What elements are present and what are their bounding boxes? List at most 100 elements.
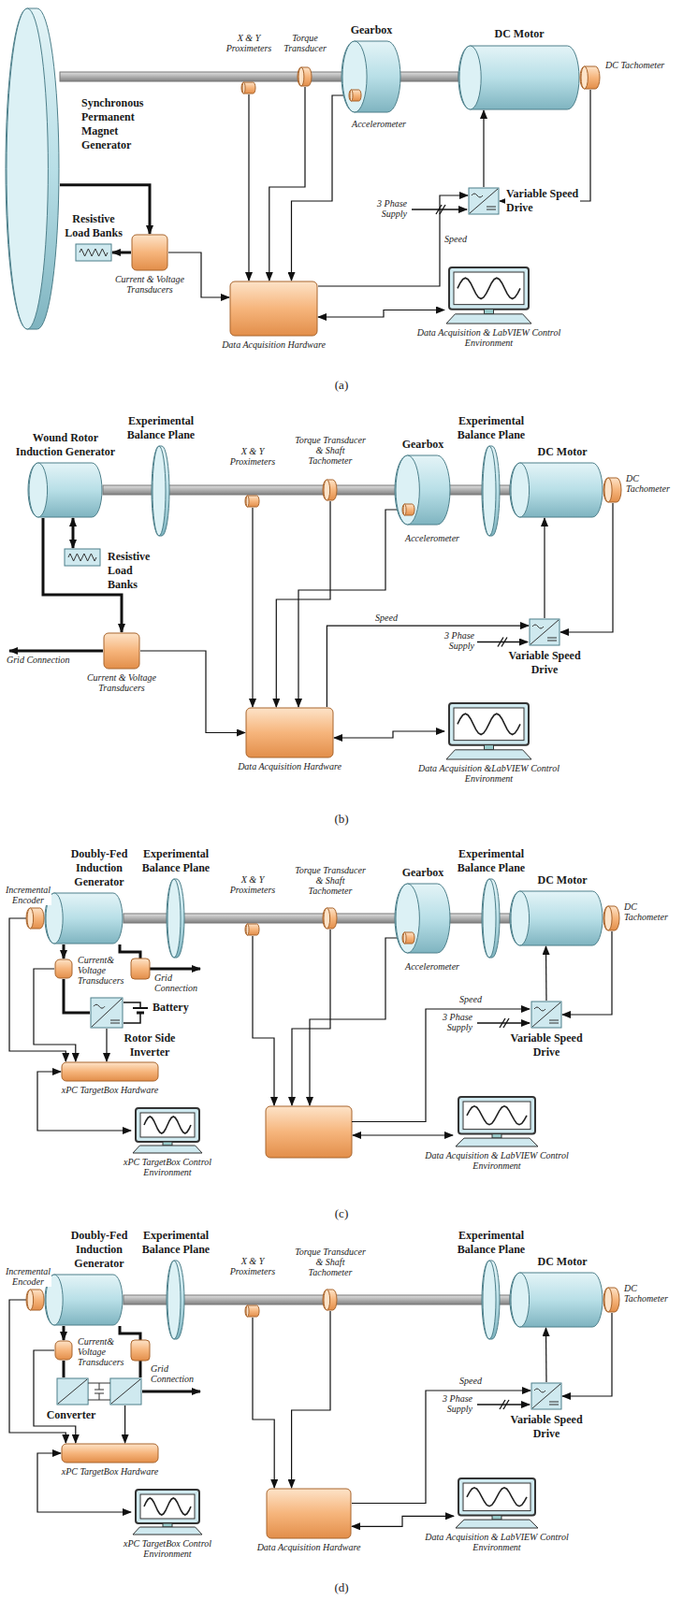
component-label: Doubly-Fed Induction Generator	[61, 1229, 137, 1272]
component-label: Rotor Side Inverter	[112, 1031, 188, 1061]
signal-wire	[545, 1328, 548, 1383]
machine-body	[509, 1273, 603, 1328]
power-cable	[62, 1361, 66, 1379]
hardware-box	[246, 708, 334, 758]
sensor-unit	[604, 906, 612, 931]
supply-arrow	[477, 641, 528, 643]
hardware-box	[102, 632, 141, 670]
grid-cable	[9, 650, 103, 654]
load-bank	[75, 244, 112, 262]
inverter-box	[110, 1023, 120, 1025]
sensor-unit: X & Y Proximeters	[241, 81, 257, 95]
computer-monitor: xPC TargetBox Control Environment	[130, 1489, 204, 1537]
component-label: xPC TargetBox Control Environment	[101, 1539, 233, 1560]
component-label: xPC TargetBox Control Environment	[101, 1157, 233, 1178]
machine-body	[166, 879, 185, 959]
machine-body	[481, 445, 501, 538]
drive-box	[469, 188, 498, 214]
computer-monitor	[453, 1096, 540, 1149]
converter-box	[99, 1383, 101, 1391]
component-label: xPC TargetBox Hardware	[49, 1085, 172, 1096]
converter-box	[110, 1379, 142, 1406]
hardware-box	[229, 280, 319, 337]
signal-wire	[318, 195, 468, 287]
computer-monitor	[453, 1478, 540, 1530]
sensor-unit	[603, 1287, 621, 1314]
panel-caption: (a)	[318, 377, 365, 393]
machine-body: DC Motor	[509, 1272, 604, 1329]
computer-monitor	[484, 309, 495, 315]
sensor-unit	[246, 495, 249, 508]
signal-wire	[334, 731, 445, 739]
machine-body	[167, 879, 181, 959]
machine-body: Experimental Balance Plane	[481, 445, 501, 538]
sensor-unit	[349, 89, 353, 102]
computer-monitor	[463, 1483, 531, 1512]
component-label: Gearbox	[394, 437, 451, 452]
machine-body: Experimental Balance Plane	[481, 1260, 501, 1341]
daq-hardware	[252, 930, 530, 1136]
computer-monitor: Data Acquisition & LabVIEW Control Envir…	[453, 1478, 540, 1530]
computer-monitor	[492, 1134, 502, 1139]
component-label: X & Y Proximeters	[220, 32, 277, 54]
component-label: X & Y Proximeters	[224, 1256, 281, 1278]
sensor-unit: Accelerometer	[402, 931, 416, 945]
signal-wire	[105, 1029, 107, 1062]
drive-box	[549, 1405, 559, 1407]
machine-body: Synchronous Permanent Magnet Generator	[5, 7, 60, 331]
sensor-unit	[322, 1289, 338, 1312]
machine-body	[152, 446, 166, 537]
sensor-unit	[604, 1288, 612, 1313]
drive-box: Variable Speed Drive	[530, 1382, 563, 1411]
drive-box	[532, 624, 544, 629]
component-label: Accelerometer	[394, 533, 470, 544]
drive-box	[530, 1382, 563, 1411]
signal-wire	[543, 518, 545, 619]
hardware-box	[130, 233, 169, 272]
component-label: DC Motor	[529, 1255, 596, 1270]
hardware-box	[55, 1341, 73, 1361]
computer-monitor	[135, 1490, 200, 1525]
hardware-box: xPC TargetBox Hardware	[60, 1061, 160, 1083]
machine-body	[481, 878, 501, 960]
drive-box	[549, 1023, 559, 1025]
sensor-unit: Torque Transducer	[297, 66, 313, 88]
hardware-box: Current & Voltage Transducers	[130, 233, 169, 272]
hardware-box	[245, 707, 335, 759]
converter-box	[111, 1380, 141, 1405]
machine-body	[458, 45, 580, 110]
component-label: Data Acquisition & LabVIEW Control Envir…	[417, 1150, 577, 1172]
component-label: Current& Voltage Transducers	[76, 955, 128, 987]
load-bank	[68, 553, 97, 562]
sensor-unit	[246, 924, 249, 936]
component-label: Variable Speed Drive	[504, 1413, 589, 1442]
drive-box	[534, 1007, 546, 1012]
computer-monitor	[132, 1146, 203, 1154]
drive-box	[467, 187, 500, 216]
hardware-box	[131, 234, 168, 271]
computer-monitor	[457, 277, 521, 299]
machine-body	[510, 463, 530, 518]
drive-box	[547, 640, 557, 642]
sensor-unit	[245, 1306, 260, 1318]
sensor-unit	[245, 923, 261, 937]
computer-monitor	[162, 1524, 173, 1528]
load-bank: Resistive Load Banks	[74, 243, 113, 262]
converter-box: Converter	[56, 1378, 143, 1407]
panel-caption: (d)	[318, 1581, 365, 1597]
component-label: Synchronous Permanent Magnet Generator	[80, 96, 156, 153]
edge-label: Speed	[443, 233, 468, 245]
sensor-unit: DC Tachometer	[580, 65, 601, 90]
power-cable	[62, 1326, 66, 1341]
load-bank	[64, 549, 101, 567]
computer-monitor	[458, 1097, 536, 1135]
drive-box	[532, 1002, 561, 1028]
drive-shaft	[59, 72, 510, 1306]
sensor-unit	[402, 931, 416, 945]
hardware-box	[266, 1489, 351, 1540]
component-label: Experimental Balance Plane	[138, 847, 214, 876]
machine-body: Experimental Balance Plane	[151, 445, 171, 538]
edge-label: Speed	[374, 612, 399, 624]
machine-body: DC Motor	[458, 44, 581, 111]
